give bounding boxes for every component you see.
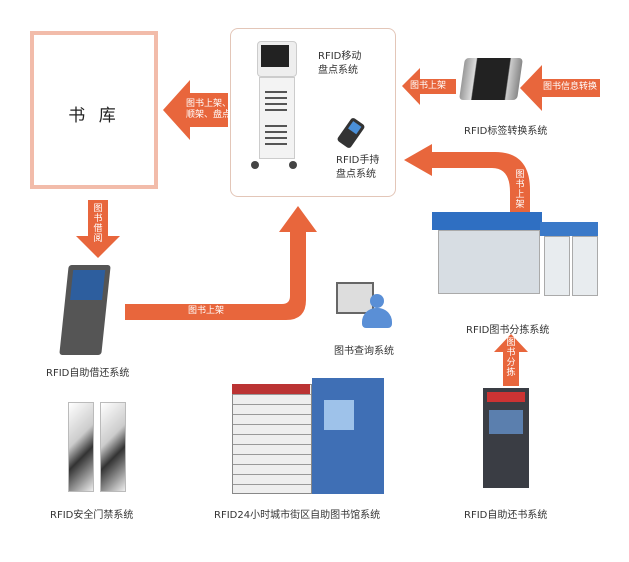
- query-label: 图书查询系统: [334, 346, 394, 357]
- arrow-label-to-warehouse-2: 顺架、盘点: [186, 110, 232, 120]
- arrow-label-borrow: 图书借阅: [93, 204, 103, 244]
- handheld-label-1: RFID手持: [336, 155, 380, 166]
- mobile-cart-image: [249, 41, 299, 176]
- tag-convert-label: RFID标签转换系统: [464, 126, 548, 137]
- arrow-sorting: [494, 334, 528, 386]
- book-warehouse: 书 库: [30, 31, 158, 189]
- arrow-info-convert: [520, 65, 600, 111]
- mobile-label-1: RFID移动: [318, 51, 362, 62]
- library-24h-image: [232, 378, 386, 496]
- arrow-sort-to-box: [404, 144, 530, 216]
- warehouse-title: 书 库: [68, 106, 120, 126]
- inventory-system-box: RFID移动 盘点系统 RFID手持 盘点系统: [230, 28, 396, 197]
- arrow-borrow: [76, 200, 120, 258]
- handheld-label-2: 盘点系统: [336, 169, 376, 180]
- arrow-label-sort-to-box: 图书上架: [515, 170, 525, 210]
- arrow-label-tag-to-box: 图书上架: [410, 81, 447, 91]
- arrow-label-shelve-long: 图书上架: [188, 306, 225, 316]
- library-24h-label: RFID24小时城市街区自助图书馆系统: [214, 510, 381, 521]
- sorting-label: RFID图书分拣系统: [466, 325, 550, 336]
- arrow-label-to-warehouse-1: 图书上架、: [186, 99, 232, 109]
- computer-user-icon: [336, 282, 396, 332]
- security-gate-image: [68, 402, 94, 492]
- security-gate-label: RFID安全门禁系统: [50, 510, 134, 521]
- self-return-machine-image: [483, 388, 529, 488]
- mobile-label-2: 盘点系统: [318, 65, 358, 76]
- self-return-label: RFID自助还书系统: [464, 510, 548, 521]
- tag-converter-image: [459, 58, 523, 100]
- security-gate-image-2: [100, 402, 126, 492]
- sorting-machine-image: [432, 212, 602, 302]
- handheld-reader-image: [336, 116, 366, 150]
- arrow-shelve-long: [125, 206, 317, 320]
- arrow-to-warehouse: [163, 80, 228, 140]
- self-checkout-label: RFID自助借还系统: [46, 368, 130, 379]
- arrow-tag-to-box: [402, 68, 456, 105]
- arrow-label-sorting: 图书分拣: [506, 338, 516, 378]
- arrow-label-info-convert: 图书信息转换: [543, 82, 598, 92]
